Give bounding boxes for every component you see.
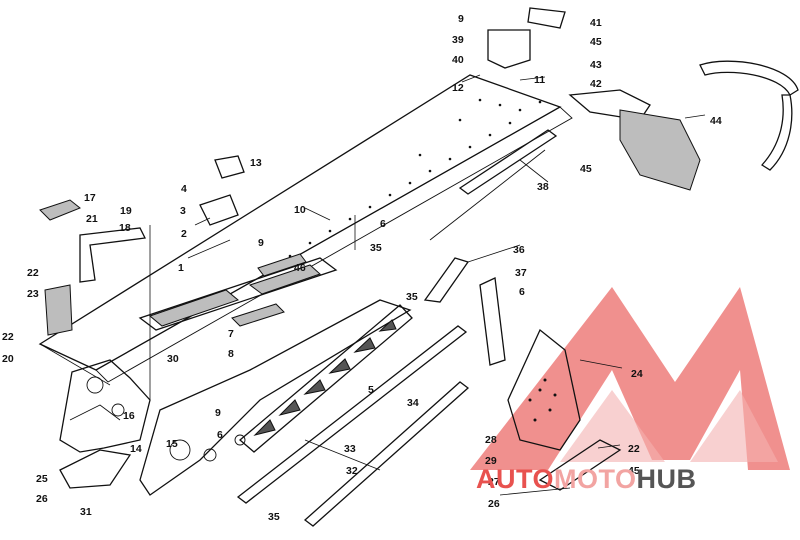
callout-20: 20 <box>2 353 14 365</box>
callout-44: 44 <box>710 115 722 127</box>
leader-lines <box>149 74 623 496</box>
watermark-text-auto: AUTO <box>476 464 554 494</box>
watermark-text-moto: MOTO <box>554 464 637 494</box>
callout-13: 13 <box>250 157 262 169</box>
callout-22: 22 <box>2 331 14 343</box>
top-brackets-39-41 <box>487 7 566 69</box>
callout-12: 12 <box>452 82 464 94</box>
chassis-side <box>139 299 412 496</box>
watermark-text-hub: HUB <box>637 464 697 494</box>
watermark-mountain-inner-2 <box>690 390 778 462</box>
callout-8: 8 <box>228 348 234 360</box>
callout-15: 15 <box>166 438 178 450</box>
rear-bumper-loop <box>699 60 799 171</box>
callout-43: 43 <box>590 59 602 71</box>
callout-4: 4 <box>181 183 187 195</box>
callout-11: 11 <box>534 74 545 86</box>
callout-9: 9 <box>215 407 221 419</box>
callout-6: 6 <box>519 286 525 298</box>
watermark-mountain-inner <box>560 390 665 462</box>
callout-39: 39 <box>452 34 464 46</box>
watermark-logo <box>470 287 790 470</box>
watermark-text: AUTOMOTOHUB <box>476 464 697 494</box>
svg-text:AUTOMOTOHUB: AUTOMOTOHUB <box>476 464 697 494</box>
callout-45: 45 <box>580 163 592 175</box>
callout-36: 36 <box>513 244 525 256</box>
callout-17: 17 <box>84 192 96 204</box>
callout-3: 3 <box>180 205 186 217</box>
callout-42: 42 <box>590 78 602 90</box>
rear-flap-27 <box>538 439 622 491</box>
callout-34: 34 <box>407 397 419 409</box>
side-truss-rail <box>238 304 413 453</box>
small-parts-left <box>39 155 245 336</box>
callout-23: 23 <box>27 288 39 300</box>
side-brackets-36-37 <box>423 257 506 366</box>
rear-guard-28 <box>507 328 581 451</box>
callout-25: 25 <box>36 473 48 485</box>
callout-1: 1 <box>178 262 184 274</box>
rear-assembly-42-44 <box>568 89 706 191</box>
callout-32: 32 <box>346 465 358 477</box>
rail-bars <box>236 325 470 527</box>
front-plate-25 <box>59 449 132 489</box>
callout-16: 16 <box>123 410 135 422</box>
callout-2: 2 <box>181 228 187 240</box>
callout-9: 9 <box>458 13 464 25</box>
callout-45: 45 <box>590 36 602 48</box>
callout-22: 22 <box>628 443 640 455</box>
callout-29: 29 <box>485 455 497 467</box>
callout-21: 21 <box>86 213 98 225</box>
callout-46: 46 <box>294 262 306 274</box>
callout-27: 27 <box>488 476 500 488</box>
callout-31: 31 <box>80 506 92 518</box>
callout-35: 35 <box>268 511 280 523</box>
callout-14: 14 <box>130 443 142 455</box>
callout-41: 41 <box>590 17 602 29</box>
callout-22: 22 <box>27 267 39 279</box>
callout-9: 9 <box>258 237 264 249</box>
rivet-holes <box>288 98 542 258</box>
callout-5: 5 <box>368 384 374 396</box>
running-board <box>138 253 338 331</box>
callout-45: 45 <box>628 465 640 477</box>
front-bulkhead <box>59 359 151 453</box>
callout-40: 40 <box>452 54 464 66</box>
callout-7: 7 <box>228 328 234 340</box>
callout-33: 33 <box>344 443 356 455</box>
callout-18: 18 <box>119 222 131 234</box>
callout-37: 37 <box>515 267 527 279</box>
callout-6: 6 <box>217 429 223 441</box>
watermark-mountain-left <box>470 287 790 470</box>
callout-19: 19 <box>120 205 132 217</box>
callout-6: 6 <box>380 218 386 230</box>
callout-35: 35 <box>370 242 382 254</box>
callout-26: 26 <box>36 493 48 505</box>
callout-30: 30 <box>167 353 179 365</box>
callout-38: 38 <box>537 181 549 193</box>
tunnel-panel <box>38 74 573 386</box>
callout-24: 24 <box>631 368 643 380</box>
callout-28: 28 <box>485 434 497 446</box>
callout-26: 26 <box>488 498 500 510</box>
callout-35: 35 <box>406 291 418 303</box>
callout-10: 10 <box>294 204 306 216</box>
